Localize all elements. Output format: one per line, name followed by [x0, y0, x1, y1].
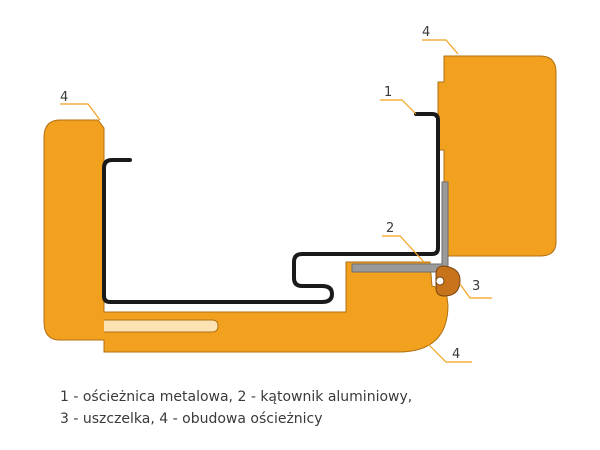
callout-line-1: [380, 99, 417, 115]
metal-frame: [102, 112, 440, 304]
legend-line-1: 1 - ościeżnica metalowa, 2 - kątownik al…: [60, 389, 413, 405]
callout-line-4-left: [60, 103, 101, 121]
callout-3: 3: [472, 279, 480, 294]
callout-line-2: [382, 235, 425, 263]
callout-4-left: 4: [60, 90, 68, 105]
legend: 1 - ościeżnica metalowa, 2 - kątownik al…: [60, 386, 412, 430]
callout-1: 1: [384, 85, 392, 100]
seal-dot: [435, 276, 445, 286]
callout-line-3: [459, 283, 492, 299]
legend-line-2: 3 - uszczelka, 4 - obudowa ościeżnicy: [60, 411, 323, 427]
casing-slot: [104, 319, 219, 333]
callout-line-4-right: [422, 39, 459, 55]
seal: [435, 265, 461, 297]
callout-2: 2: [386, 221, 394, 236]
aluminium-angle: [351, 181, 449, 273]
casing-right-block: [437, 55, 557, 257]
callout-4-bottom: 4: [452, 347, 460, 362]
callout-4-right: 4: [422, 25, 430, 40]
callout-line-4-bottom: [425, 341, 472, 363]
